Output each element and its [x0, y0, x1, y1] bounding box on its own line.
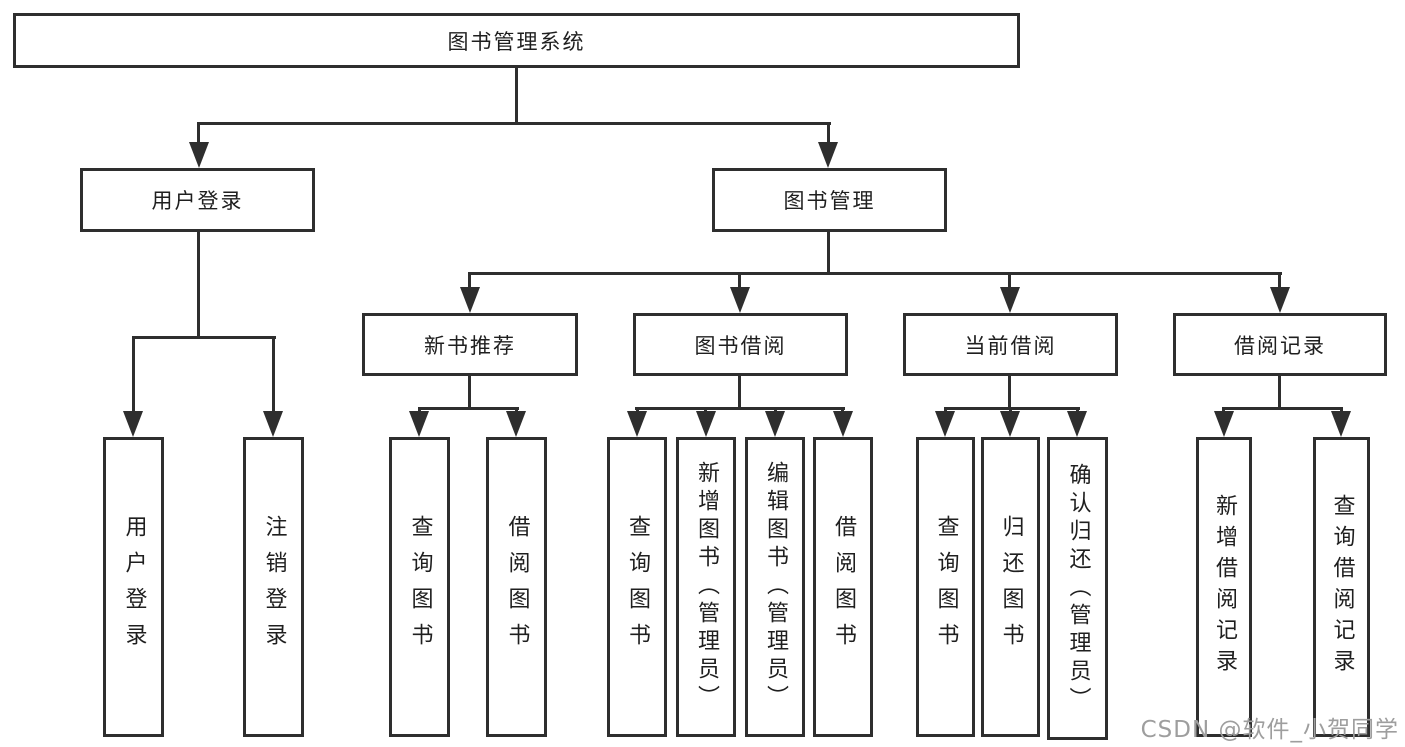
connector-to-book-management	[827, 122, 830, 146]
connector-records-rail	[1222, 407, 1343, 410]
arrowhead-down-icon	[1000, 287, 1020, 313]
arrowhead-down-icon	[506, 411, 526, 437]
connector-to-leaf-login	[132, 336, 135, 414]
connector-login-stem	[197, 232, 200, 338]
leaf-query-books-borrow: 查询图书	[607, 437, 667, 737]
node-book-management: 图书管理	[712, 168, 947, 232]
node-book-borrow: 图书借阅	[633, 313, 848, 376]
node-new-book-recommend: 新书推荐	[362, 313, 578, 376]
leaf-confirm-return-admin: 确认归还（管理员）	[1047, 437, 1108, 740]
connector-to-borrow	[738, 272, 741, 290]
connector-root-stem	[515, 68, 518, 124]
connector-level3-rail	[468, 272, 1282, 275]
leaf-edit-books-admin: 编辑图书（管理员）	[745, 437, 805, 737]
leaf-return-books-label: 归还图书	[998, 515, 1024, 659]
arrowhead-down-icon	[1214, 411, 1234, 437]
arrowhead-down-icon	[730, 287, 750, 313]
connector-level2-rail	[198, 122, 831, 125]
connector-current-rail	[944, 407, 1080, 410]
leaf-add-books-admin: 新增图书（管理员）	[676, 437, 736, 737]
leaf-return-books: 归还图书	[981, 437, 1040, 737]
node-current-borrow: 当前借阅	[903, 313, 1118, 376]
connector-current-stem	[1008, 376, 1011, 409]
leaf-query-books-recommend-label: 查询图书	[407, 515, 433, 659]
leaf-add-borrow-record-label: 新增借阅记录	[1212, 494, 1237, 680]
connector-mgmt-stem	[827, 232, 830, 274]
connector-to-user-login	[197, 122, 200, 146]
connector-records-stem	[1278, 376, 1281, 409]
arrowhead-down-icon	[935, 411, 955, 437]
node-borrow-records: 借阅记录	[1173, 313, 1387, 376]
connector-to-current	[1008, 272, 1011, 290]
leaf-borrow-books-recommend-label: 借阅图书	[504, 515, 530, 659]
arrowhead-down-icon	[627, 411, 647, 437]
leaf-borrow-books-recommend: 借阅图书	[486, 437, 547, 737]
arrowhead-down-icon	[765, 411, 785, 437]
connector-to-leaf-logout	[272, 336, 275, 414]
node-borrow-records-label: 借阅记录	[1234, 333, 1326, 358]
leaf-confirm-return-admin-label: 确认归还（管理员）	[1065, 462, 1091, 715]
connector-to-recommend	[468, 272, 471, 290]
leaf-borrow-books: 借阅图书	[813, 437, 873, 737]
leaf-add-books-admin-label: 新增图书（管理员）	[694, 461, 719, 713]
arrowhead-down-icon	[409, 411, 429, 437]
leaf-query-borrow-record-label: 查询借阅记录	[1329, 494, 1355, 680]
leaf-query-books-borrow-label: 查询图书	[625, 515, 650, 659]
csdn-watermark: CSDN @软件_小贺同学	[1140, 717, 1399, 743]
node-current-borrow-label: 当前借阅	[964, 333, 1057, 358]
arrowhead-down-icon	[696, 411, 716, 437]
arrowhead-down-icon	[1331, 411, 1351, 437]
arrowhead-down-icon	[263, 411, 283, 437]
leaf-add-borrow-record: 新增借阅记录	[1196, 437, 1252, 737]
leaf-query-borrow-record: 查询借阅记录	[1313, 437, 1370, 737]
arrowhead-down-icon	[818, 142, 838, 168]
leaf-user-login-label: 用户登录	[121, 515, 147, 659]
arrowhead-down-icon	[123, 411, 143, 437]
leaf-logout-label: 注销登录	[261, 515, 287, 659]
connector-recommend-stem	[468, 376, 471, 409]
arrowhead-down-icon	[1000, 411, 1020, 437]
arrowhead-down-icon	[189, 142, 209, 168]
leaf-query-books-current: 查询图书	[916, 437, 975, 737]
node-root-label: 图书管理系统	[447, 29, 586, 54]
connector-recommend-rail	[418, 407, 519, 410]
node-user-login-label: 用户登录	[151, 189, 244, 213]
leaf-query-books-current-label: 查询图书	[933, 515, 959, 659]
connector-to-records	[1278, 272, 1281, 290]
leaf-edit-books-admin-label: 编辑图书（管理员）	[763, 461, 788, 713]
node-root: 图书管理系统	[13, 13, 1020, 68]
node-book-management-label: 图书管理	[783, 189, 876, 213]
arrowhead-down-icon	[833, 411, 853, 437]
leaf-logout: 注销登录	[243, 437, 304, 737]
node-new-book-recommend-label: 新书推荐	[424, 333, 516, 358]
node-book-borrow-label: 图书借阅	[694, 333, 787, 358]
connector-borrow-stem	[738, 376, 741, 409]
leaf-query-books-recommend: 查询图书	[389, 437, 450, 737]
arrowhead-down-icon	[1270, 287, 1290, 313]
node-user-login: 用户登录	[80, 168, 315, 232]
connector-borrow-rail	[635, 407, 845, 410]
arrowhead-down-icon	[1067, 411, 1087, 437]
arrowhead-down-icon	[460, 287, 480, 313]
connector-login-rail	[132, 336, 276, 339]
leaf-borrow-books-label: 借阅图书	[831, 515, 856, 659]
leaf-user-login: 用户登录	[103, 437, 164, 737]
